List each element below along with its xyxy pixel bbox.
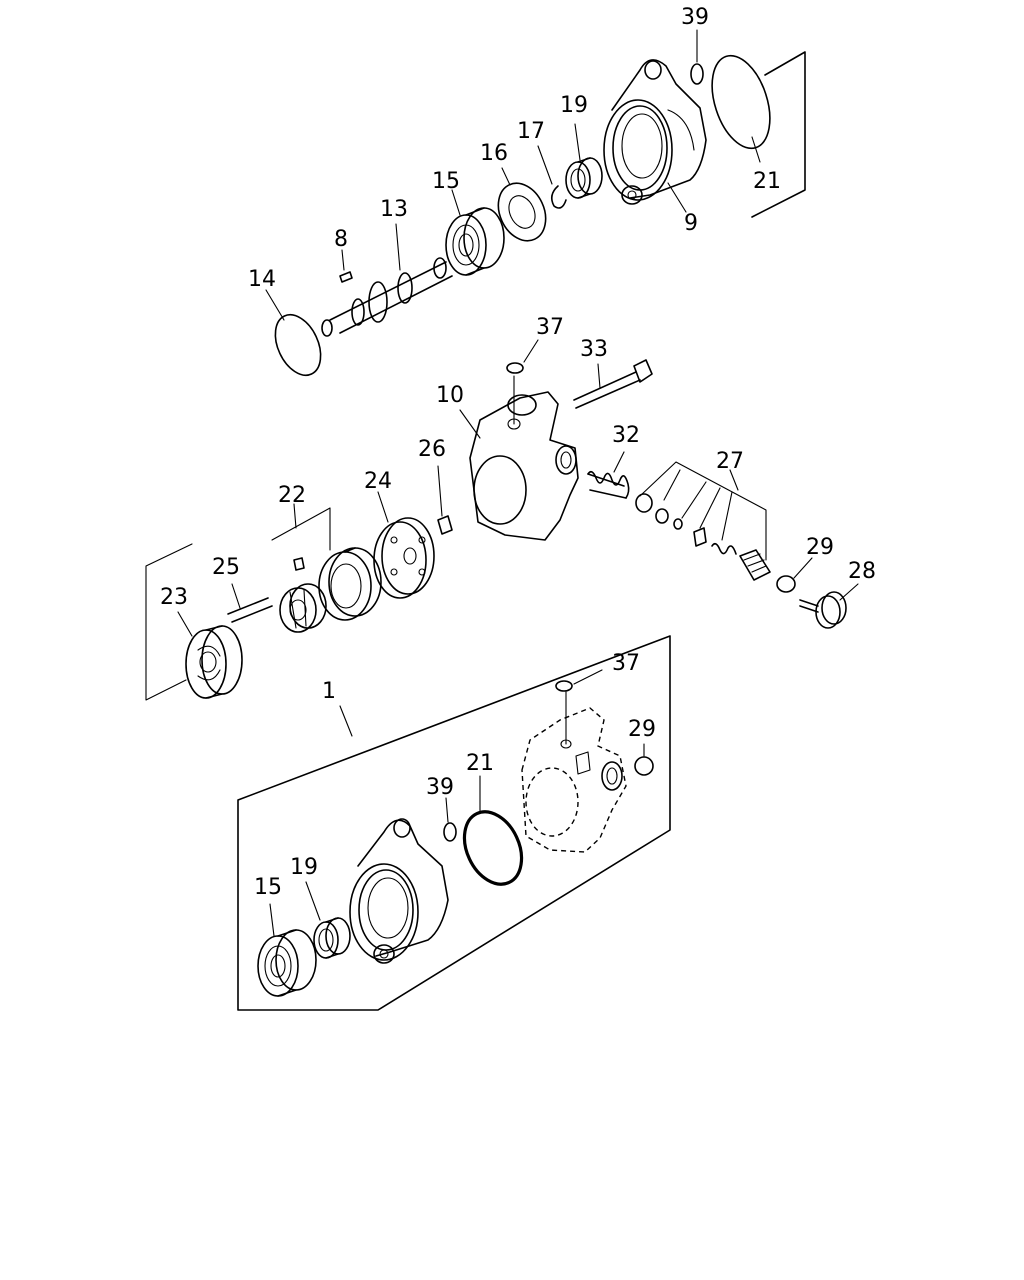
callout-10: 10 [436,383,464,408]
callout-24: 24 [364,469,392,494]
part-32-spring [587,451,630,499]
callout-37-mid: 37 [536,315,564,340]
part-22-cam-rotor-group [271,503,382,633]
callout-8: 8 [334,227,348,252]
part-37-oring-mid [506,339,539,374]
callout-1: 1 [322,679,336,704]
part-19-bush-top [565,123,603,199]
part-39-ring-top [690,29,704,85]
callout-25: 25 [212,555,240,580]
part-8-key [339,249,353,283]
part-25-pin [227,583,273,623]
callout-15-kit: 15 [254,875,282,900]
part-29-oring-mid [776,557,813,593]
part-10-pump-body [459,375,579,541]
kit-part-15-bearing [257,903,317,997]
callout-14: 14 [248,267,276,292]
part-27-valve-group [635,461,771,581]
part-21-oring-top [711,54,771,163]
callout-39-top: 39 [681,5,709,30]
callout-23: 23 [160,585,188,610]
part-28-plug [799,583,859,629]
callout-21-kit: 21 [466,751,494,776]
callout-13: 13 [380,197,408,222]
part-23-rear-plate [145,543,243,701]
kit-part-21-oring [462,775,524,886]
bracket-21-top [751,51,806,218]
callout-21-top: 21 [753,169,781,194]
callout-29-kit: 29 [628,717,656,742]
part-14-snap-ring [265,289,322,377]
kit-pump-body [521,691,627,853]
callout-29-mid: 29 [806,535,834,560]
kit-part-19-bush [305,881,351,959]
part-15-bearing-top [445,189,505,276]
part-17-snap-ring [537,145,567,209]
callout-27: 27 [716,449,744,474]
kit-part-29-oring [634,743,654,776]
part-26-screw [437,465,453,535]
kit-part-39-ring [443,797,457,842]
part-33-bolt [573,359,653,409]
callout-22: 22 [278,483,306,508]
callout-9: 9 [684,211,698,236]
part-16-washer [497,167,547,242]
callout-26: 26 [418,437,446,462]
callout-28: 28 [848,559,876,584]
callout-37-kit: 37 [612,651,640,676]
callout-32: 32 [612,423,640,448]
callout-17: 17 [517,119,545,144]
callout-15-top: 15 [432,169,460,194]
callout-39-kit: 39 [426,775,454,800]
callout-19-kit: 19 [290,855,318,880]
callout-19-top: 19 [560,93,588,118]
part-13-shaft [321,223,453,337]
part-24-side-plate [373,491,435,599]
kit-1-outline [237,635,671,1011]
part-9-front-housing [603,59,707,213]
kit-front-housing [349,818,449,964]
callout-33: 33 [580,337,608,362]
callout-16: 16 [480,141,508,166]
kit-part-37-oring [555,669,603,692]
